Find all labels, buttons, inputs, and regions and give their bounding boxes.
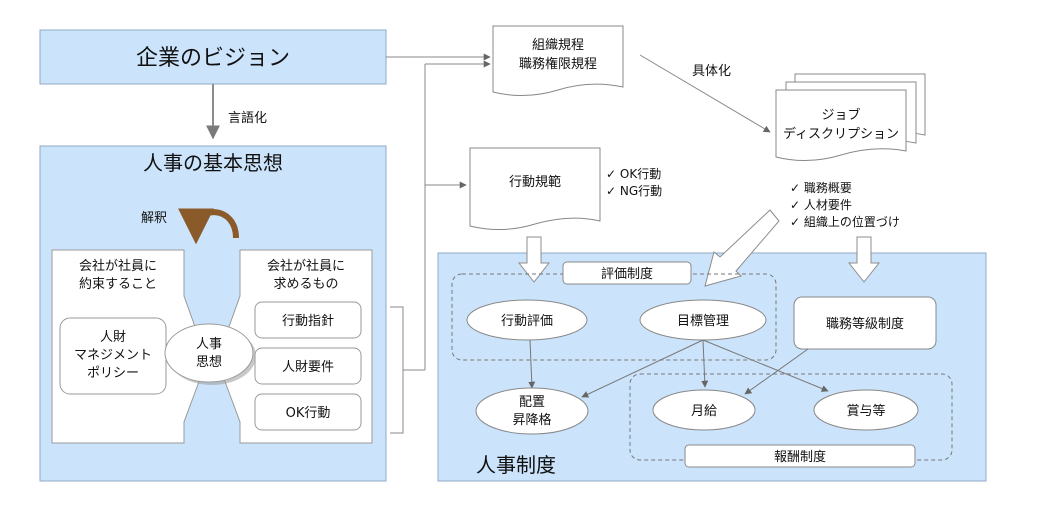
conduct-check-1: ✓ OK行動 <box>606 167 661 181</box>
jd-doc-front <box>775 89 907 162</box>
verbalize-label: 言語化 <box>228 110 267 126</box>
vision-box <box>39 29 387 85</box>
rules-line1: 組織規程 <box>532 38 584 53</box>
placement-node <box>475 387 589 435</box>
eval-system-tag <box>562 261 692 285</box>
placement-line2: 昇降格 <box>512 412 551 428</box>
jd-to-grade-block-arrow <box>847 236 881 283</box>
conduct-doc <box>469 147 601 231</box>
conduct-check-2: ✓ NG行動 <box>606 184 662 198</box>
promise-line2: 約束すること <box>79 277 157 292</box>
behavior-eval-node <box>466 299 588 341</box>
demand-line2: 求めるもの <box>273 277 338 292</box>
jd-check-3: ✓ 組織上の位置づけ <box>790 214 900 229</box>
interpret-curl-icon <box>178 208 239 245</box>
demand-item-3: OK行動 <box>286 406 331 421</box>
hr-system-title: 人事制度 <box>476 453 556 477</box>
jd-to-eval-block-arrow <box>704 209 780 287</box>
jd-check-2: ✓ 人材要件 <box>790 198 852 212</box>
bonus-label: 賞与等 <box>846 403 885 419</box>
hr-policy-line2: マネジメント <box>74 348 152 363</box>
hr-policy-line3: ポリシー <box>87 366 139 381</box>
hr-system-panel <box>437 252 987 482</box>
vision-label: 企業のビジョン <box>136 46 290 71</box>
placement-line1: 配置 <box>519 395 545 410</box>
conduct-label: 行動規範 <box>509 175 561 190</box>
hr-policy-line1: 人財 <box>100 330 126 345</box>
concretize-arrow <box>639 54 771 133</box>
conduct-to-eval-block-arrow <box>517 236 551 283</box>
salary-node <box>652 389 756 431</box>
demand-line1: 会社が社員に <box>267 258 345 274</box>
demand-item-1: 行動指針 <box>282 314 334 329</box>
reward-system-tag <box>684 444 916 468</box>
center-line1: 人事 <box>196 337 222 352</box>
jd-line2: ディスクリプション <box>783 126 899 142</box>
interpret-label: 解釈 <box>141 211 167 226</box>
jd-line1: ジョブ <box>821 107 860 123</box>
job-grade-label: 職務等級制度 <box>826 316 904 332</box>
mbo-label: 目標管理 <box>677 314 729 329</box>
reward-system-label: 報酬制度 <box>774 449 826 465</box>
demand-item-2: 人財要件 <box>282 360 334 375</box>
demand-box-3 <box>254 393 362 431</box>
center-ellipse <box>164 323 254 383</box>
promise-line1: 会社が社員に <box>79 258 157 274</box>
demand-bracket <box>390 306 404 434</box>
philosophy-title: 人事の基本思想 <box>143 151 283 175</box>
eval-system-group <box>451 273 777 361</box>
demand-box-2 <box>254 347 362 385</box>
concretize-label: 具体化 <box>692 64 731 79</box>
eval-system-label: 評価制度 <box>601 266 653 282</box>
rules-line2: 職務権限規程 <box>519 56 597 72</box>
rules-doc <box>492 25 624 97</box>
center-line2: 思想 <box>196 354 222 370</box>
jd-check-1: ✓ 職務概要 <box>790 181 852 195</box>
job-grade-box <box>793 296 937 350</box>
bonus-node <box>813 389 919 431</box>
demand-box-1 <box>254 301 362 339</box>
salary-label: 月給 <box>691 404 717 419</box>
behavior-eval-label: 行動評価 <box>501 314 553 329</box>
reward-system-group <box>629 373 953 461</box>
